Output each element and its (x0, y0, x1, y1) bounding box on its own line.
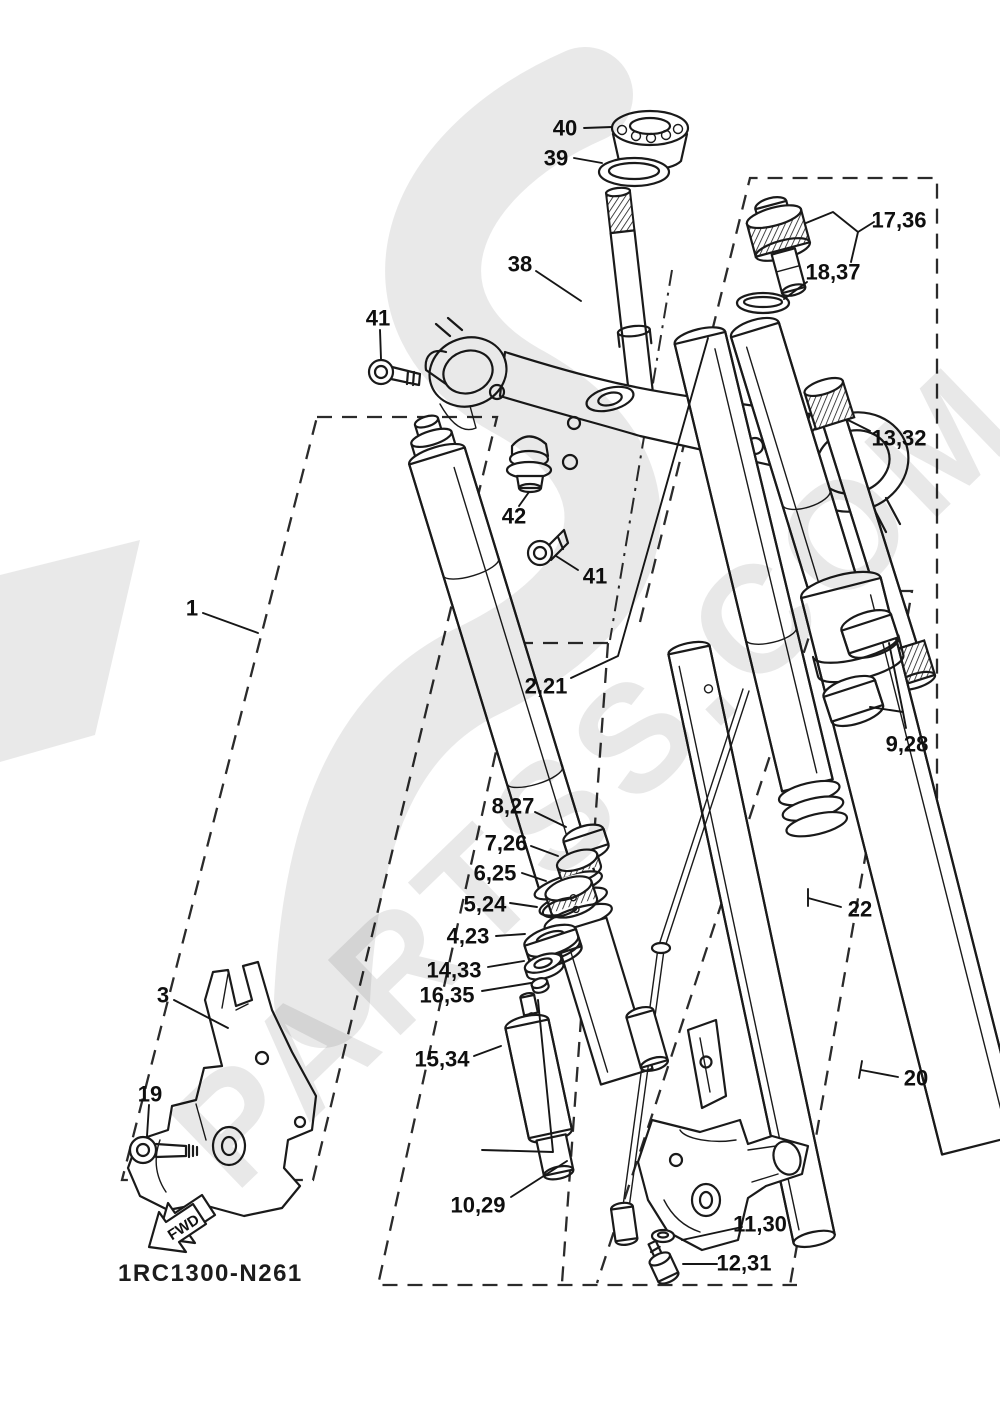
leader-line-39 (573, 157, 603, 164)
part-label-10-29: 10,29 (450, 1193, 505, 1218)
leader-line-15-34 (481, 999, 554, 1153)
part-label-12-31: 12,31 (716, 1251, 771, 1276)
leader-line-8-27 (534, 811, 567, 828)
slide-bushing-8-27 (562, 823, 610, 863)
leader-line-17-36 (850, 231, 859, 263)
part-label-41-lower: 41 (583, 564, 607, 589)
ring-16-35 (530, 977, 550, 994)
damper-push-rod (609, 688, 750, 1246)
watermark-swoosh (274, 47, 661, 1048)
bushing-9-28-a (840, 609, 900, 659)
pinch-bolt-41-upper (367, 358, 422, 387)
leader-line-19 (146, 1104, 150, 1137)
cap-bolt-17-36 (745, 196, 812, 297)
damper-bolt-12-31 (647, 1239, 680, 1285)
part-label-2-21: 2,21 (525, 674, 568, 699)
rod-stopper-ring (650, 941, 672, 955)
leader-line-18-37 (783, 281, 808, 300)
part-label-18-37: 18,37 (805, 260, 860, 285)
left-axle-bracket (126, 960, 318, 1218)
drawing-code: 1RC1300-N261 (118, 1260, 303, 1287)
part-label-17-36: 17,36 (871, 208, 926, 233)
leader-line-16-35 (481, 982, 532, 992)
leader-line-41-upper (379, 329, 382, 360)
leader-line-5-24 (509, 902, 538, 908)
stem-boss (585, 385, 635, 413)
part-label-1: 1 (186, 596, 198, 621)
leader-line-11-30 (681, 1226, 743, 1241)
leader-line-6-25 (521, 872, 547, 882)
leader-line-41-lower (555, 555, 579, 571)
bushing-9-28-b (822, 674, 885, 728)
leader-line-15-34 (473, 1045, 502, 1057)
outer-tube-22 (800, 570, 1000, 1156)
part-label-13-32: 13,32 (871, 426, 926, 451)
box-left-fork-assembly (120, 415, 499, 1182)
part-label-7-26: 7,26 (485, 831, 528, 856)
part-label-6-25: 6,25 (474, 861, 517, 886)
leader-line-38 (535, 270, 582, 302)
part-label-9-28: 9,28 (886, 732, 929, 757)
leader-line-10-29 (510, 1160, 568, 1198)
left-fork-leg (126, 414, 654, 1218)
leader-line-40 (583, 126, 613, 129)
part-label-39: 39 (544, 146, 568, 171)
leader-line-13-32 (847, 419, 871, 432)
inner-tube-2-21 (673, 326, 849, 838)
leader-line-2-21 (570, 337, 709, 679)
washer-7-26 (555, 848, 603, 884)
pinch-bolt-41-lower (526, 528, 570, 567)
right-axle-bracket (636, 1018, 810, 1252)
axle-hole (211, 1125, 247, 1167)
part-label-22: 22 (848, 897, 872, 922)
leader-line-7-26 (530, 845, 559, 857)
part-label-3: 3 (157, 983, 169, 1008)
centerline-right-fork (609, 269, 673, 641)
part-label-38: 38 (508, 252, 532, 277)
bearing-40 (610, 109, 690, 171)
part-label-5-24: 5,24 (464, 892, 508, 917)
clip-5-24 (541, 894, 580, 919)
part-labels-layer: 40 39 38 41 17,36 18,37 42 41 13,32 1 2,21 9,28 22 20… (138, 116, 929, 1276)
watermark-band (0, 540, 140, 762)
fwd-arrow-front (147, 1202, 208, 1254)
part-label-42: 42 (502, 504, 526, 529)
fwd-arrow: FWD (147, 1193, 217, 1254)
leader-line-20 (860, 1069, 899, 1078)
part-label-41-upper: 41 (366, 306, 390, 331)
part-label-40: 40 (553, 116, 577, 141)
part-label-20: 20 (904, 1066, 928, 1091)
leader-line-17-36 (805, 211, 875, 233)
leader-line-4-23 (495, 933, 526, 937)
leader-line-1 (202, 612, 259, 634)
part-label-4-23: 4,23 (447, 924, 490, 949)
leader-line-22 (807, 897, 842, 908)
damper-rod-15-34 (504, 991, 575, 1181)
part-label-16-35: 16,35 (419, 983, 474, 1008)
leader-line-3 (173, 999, 229, 1029)
part-label-15-34: 15,34 (414, 1047, 470, 1072)
leader-line-9-28 (869, 706, 904, 713)
washer-14-33 (523, 952, 565, 981)
stem-nut-42 (505, 435, 553, 494)
box-middle-exploded (376, 641, 797, 1287)
gasket-11-30 (650, 1228, 676, 1244)
leader-line-14-33 (487, 960, 525, 968)
o-ring-18-37 (735, 291, 791, 315)
pinch-bolt-19 (128, 1135, 199, 1165)
part-label-11-30: 11,30 (733, 1212, 787, 1237)
part-label-8-27: 8,27 (492, 794, 535, 819)
part-label-19: 19 (138, 1082, 162, 1107)
washer-39 (597, 156, 671, 188)
leader-line-42 (518, 491, 530, 507)
part-label-14-33: 14,33 (426, 958, 481, 983)
dust-seal-4-23 (523, 923, 583, 969)
leader-line-20 (858, 1060, 863, 1079)
